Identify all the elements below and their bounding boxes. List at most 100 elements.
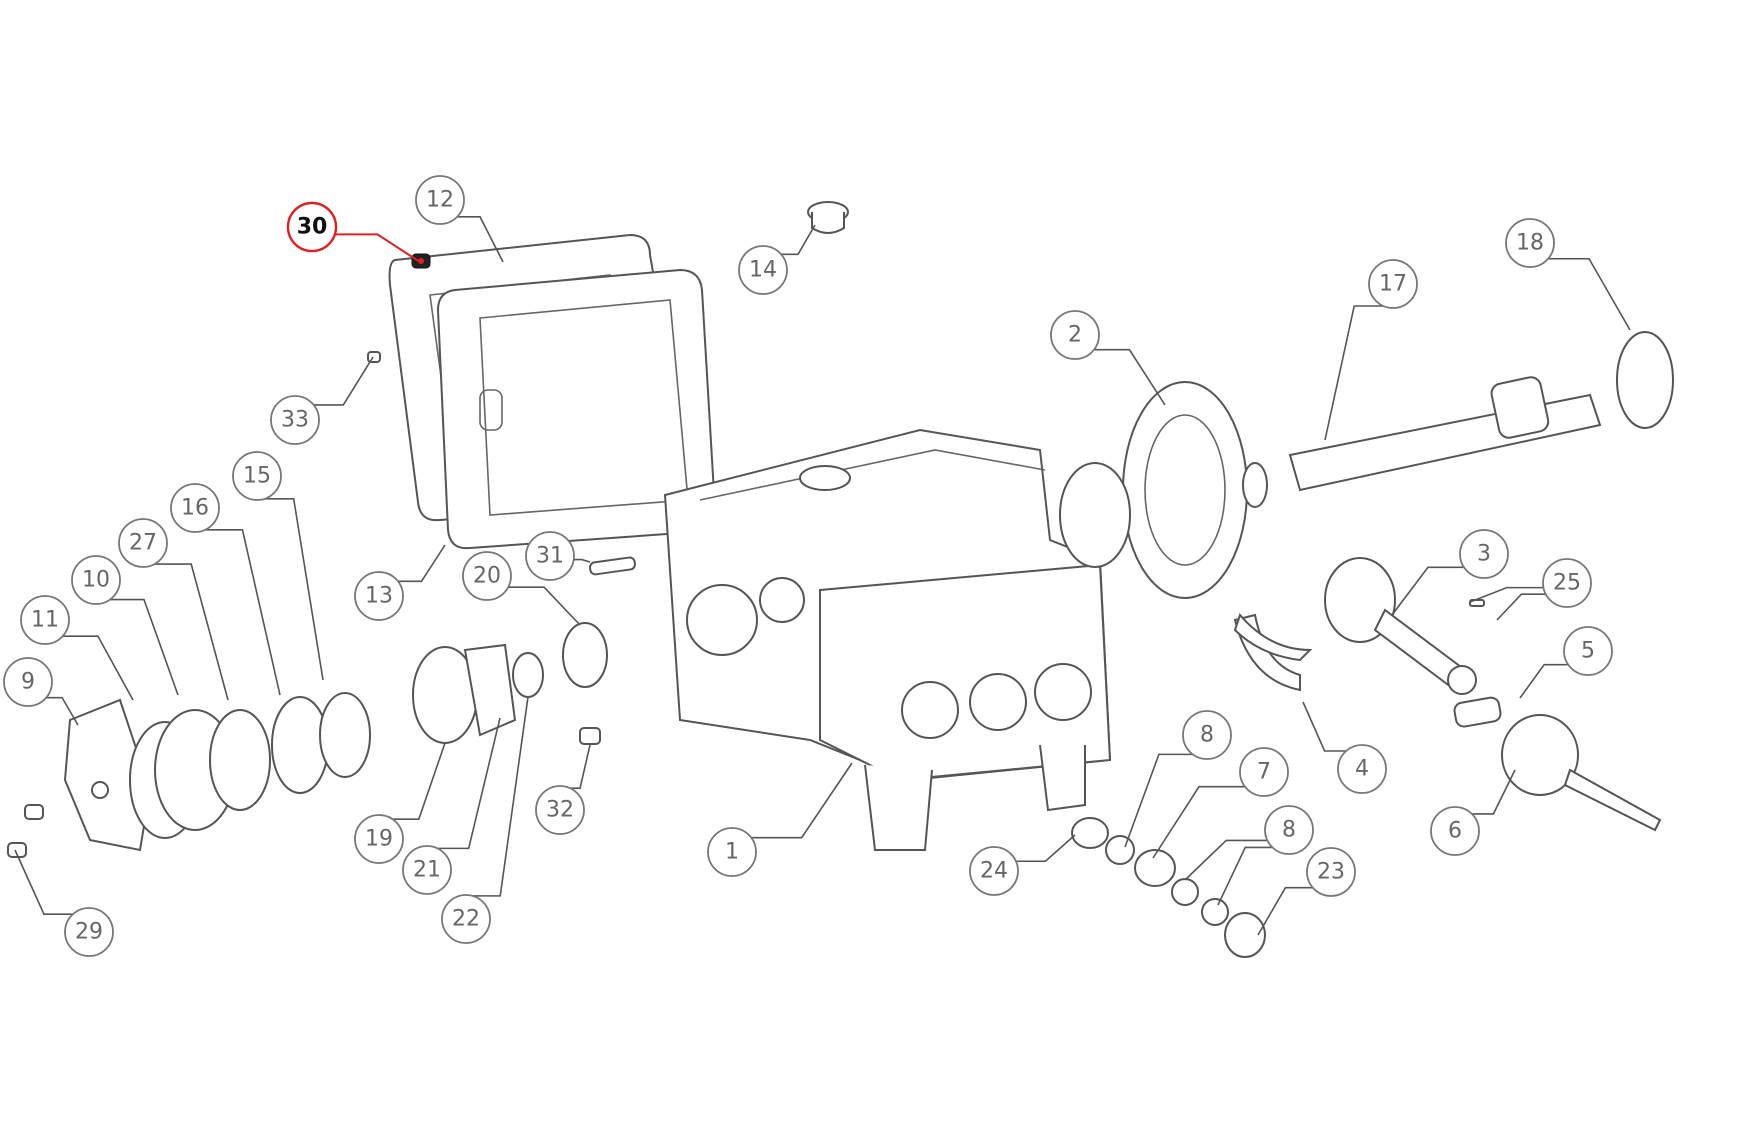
leader-line xyxy=(751,762,853,839)
callout[interactable]: 31 xyxy=(525,531,575,581)
callout[interactable]: 5 xyxy=(1563,626,1613,676)
callout-circle xyxy=(1505,218,1555,268)
callout-circle xyxy=(118,518,168,568)
callout[interactable]: 20 xyxy=(462,551,512,601)
callout-label: 1 xyxy=(725,840,739,865)
leader-line xyxy=(109,598,179,696)
callout[interactable]: 4 xyxy=(1337,744,1387,794)
callout-circle xyxy=(415,175,465,225)
callout-label: 24 xyxy=(980,859,1008,884)
callout-label: 8 xyxy=(1200,723,1214,748)
leader-line xyxy=(1391,566,1464,616)
callout-circle xyxy=(232,451,282,501)
callout-circle xyxy=(270,395,320,445)
callout-circle xyxy=(535,785,585,835)
callout-circle xyxy=(1239,747,1289,797)
callout-circle xyxy=(738,245,788,295)
leader-line xyxy=(1548,257,1631,331)
callout-label: 20 xyxy=(473,564,501,589)
part-31-key xyxy=(589,556,636,576)
callout[interactable]: 25 xyxy=(1542,558,1592,608)
callout[interactable]: 6 xyxy=(1430,806,1480,856)
part-21-gasket xyxy=(463,643,517,737)
callout[interactable]: 11 xyxy=(20,595,70,645)
callout-label: 7 xyxy=(1257,760,1271,785)
callout-label: 16 xyxy=(181,496,209,521)
callout-circle xyxy=(286,201,338,253)
leader-line xyxy=(204,529,281,696)
part-32-plug xyxy=(579,727,601,745)
leader-line xyxy=(570,744,591,790)
callout-label: 14 xyxy=(749,258,777,283)
leader-line xyxy=(397,544,446,583)
leader-line xyxy=(313,356,374,406)
part-14-cap xyxy=(807,201,849,234)
leader-line xyxy=(573,558,591,563)
leader-line xyxy=(457,216,504,263)
callout-label: 10 xyxy=(82,568,110,593)
callout[interactable]: 27 xyxy=(118,518,168,568)
callout-circle xyxy=(71,555,121,605)
callout[interactable]: 21 xyxy=(402,845,452,895)
callout[interactable]: 32 xyxy=(535,785,585,835)
callout-circle xyxy=(354,571,404,621)
callout-label: 13 xyxy=(365,584,393,609)
callout-label: 15 xyxy=(243,464,271,489)
callout[interactable]: 3 xyxy=(1459,529,1509,579)
callout[interactable]: 33 xyxy=(270,395,320,445)
part-33-screw xyxy=(367,351,381,363)
leader-line xyxy=(1152,785,1246,859)
callout-label: 27 xyxy=(129,531,157,556)
callout[interactable]: 18 xyxy=(1505,218,1555,268)
callout[interactable]: 23 xyxy=(1306,847,1356,897)
callout-circle xyxy=(525,531,575,581)
callout[interactable]: 8 xyxy=(1182,710,1232,760)
callout-circle xyxy=(969,846,1019,896)
callout-highlighted[interactable]: 30 xyxy=(286,201,338,253)
callout-circle xyxy=(1459,529,1509,579)
callout[interactable]: 22 xyxy=(441,894,491,944)
callout[interactable]: 19 xyxy=(354,814,404,864)
callout[interactable]: 14 xyxy=(738,245,788,295)
callout-circle xyxy=(354,814,404,864)
leader-line xyxy=(508,586,581,626)
callout[interactable]: 2 xyxy=(1050,310,1100,360)
callout[interactable]: 24 xyxy=(969,846,1019,896)
callout[interactable]: 8 xyxy=(1264,805,1314,855)
callout-label: 18 xyxy=(1516,231,1544,256)
leader-line xyxy=(1015,834,1076,863)
callout-label: 22 xyxy=(452,907,480,932)
leader-line xyxy=(14,849,73,915)
callout-label: 8 xyxy=(1282,818,1296,843)
part-18-flange xyxy=(1616,331,1674,429)
callout[interactable]: 16 xyxy=(170,483,220,533)
callout[interactable]: 9 xyxy=(3,657,53,707)
callout-circle xyxy=(1430,806,1480,856)
leader-line xyxy=(1257,886,1313,936)
part-6-plunger xyxy=(1501,714,1662,832)
callout[interactable]: 17 xyxy=(1368,259,1418,309)
callout[interactable]: 29 xyxy=(64,907,114,957)
callout-circle xyxy=(1368,259,1418,309)
leader-line xyxy=(437,717,501,850)
callout[interactable]: 1 xyxy=(707,827,757,877)
callout-label: 3 xyxy=(1477,542,1491,567)
leader-line xyxy=(1124,753,1193,848)
callout[interactable]: 15 xyxy=(232,451,282,501)
callout-label: 4 xyxy=(1355,757,1369,782)
callout[interactable]: 13 xyxy=(354,571,404,621)
part-17-shaft xyxy=(1288,376,1602,492)
callout[interactable]: 10 xyxy=(71,555,121,605)
callout-circle xyxy=(1337,744,1387,794)
leader-line xyxy=(1217,846,1273,906)
callout[interactable]: 7 xyxy=(1239,747,1289,797)
part-20-bearing xyxy=(562,622,608,688)
part-29-plugs xyxy=(7,804,44,858)
callout-label: 5 xyxy=(1581,639,1595,664)
callout-label: 11 xyxy=(31,608,59,633)
callout[interactable]: 12 xyxy=(415,175,465,225)
callout-circle xyxy=(1182,710,1232,760)
part-5-pin xyxy=(1453,696,1502,728)
